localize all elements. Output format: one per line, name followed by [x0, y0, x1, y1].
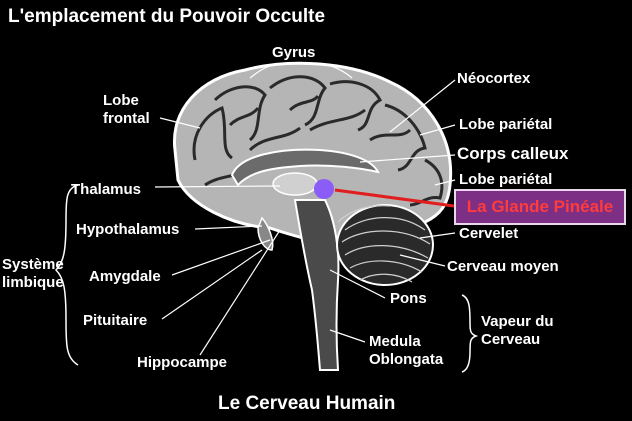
label-cerveau-moyen: Cerveau moyen — [447, 258, 559, 275]
label-lobe-parietal-1: Lobe pariétal — [459, 116, 553, 133]
label-neocortex: Néocortex — [457, 70, 531, 87]
pineal-gland-callout: La Glande Pinéale — [454, 189, 626, 225]
label-lobe-frontal: Lobe frontal — [103, 92, 150, 127]
thalamus-shape — [272, 172, 318, 196]
label-medula-oblongata: Medula Oblongata — [369, 333, 444, 368]
pineal-pointer — [334, 188, 455, 208]
label-glande-pineale: La Glande Pinéale — [466, 197, 614, 216]
pointer-lines — [154, 63, 456, 356]
brainstem-brace — [461, 294, 479, 373]
page-title: L'emplacement du Pouvoir Occulte — [8, 6, 326, 27]
label-hypothalamus: Hypothalamus — [76, 221, 180, 238]
label-hippocampe: Hippocampe — [137, 354, 228, 371]
label-cervelet: Cervelet — [459, 225, 519, 242]
label-thalamus: Thalamus — [71, 181, 142, 198]
label-amygdale: Amygdale — [89, 268, 161, 285]
label-pituitaire: Pituitaire — [83, 312, 148, 329]
cerebellum — [336, 204, 434, 286]
label-lobe-parietal-2: Lobe pariétal — [459, 171, 553, 188]
cerebellum-folds — [337, 205, 431, 283]
limbic-brace — [54, 184, 79, 366]
gyri-folds — [192, 75, 444, 207]
label-systeme-limbique: Système limbique — [2, 256, 64, 291]
label-pons: Pons — [390, 290, 427, 307]
diagram-caption: Le Cerveau Humain — [218, 393, 396, 414]
brainstem — [293, 199, 340, 371]
label-vapeur-du-cerveau: Vapeur du Cerveau — [481, 313, 554, 348]
corpus-callosum — [230, 148, 380, 187]
label-gyrus: Gyrus — [272, 44, 316, 61]
label-corps-calleux: Corps calleux — [457, 144, 569, 163]
pineal-dot — [314, 179, 334, 199]
